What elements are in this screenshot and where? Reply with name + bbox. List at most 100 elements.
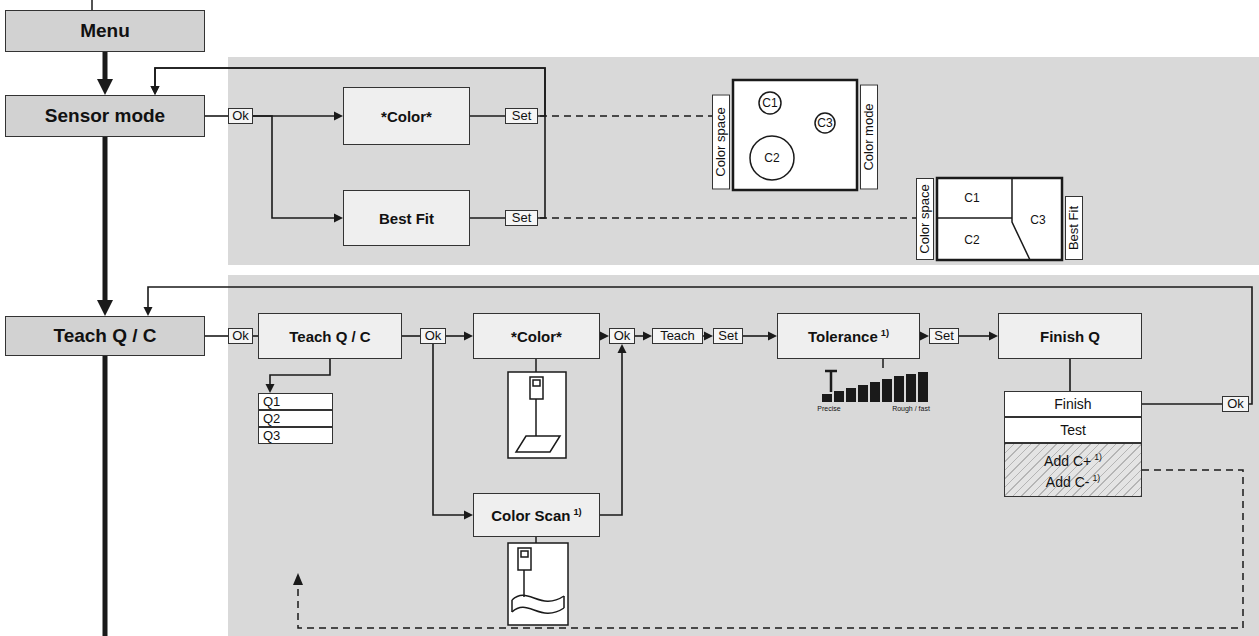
axis-tag: Color space bbox=[712, 95, 730, 190]
flow-connector bbox=[959, 332, 998, 341]
box-label: *Color* bbox=[511, 328, 562, 345]
tolerance-slider bbox=[830, 371, 833, 392]
scan-icon bbox=[512, 595, 564, 601]
flow-connector bbox=[470, 218, 505, 219]
option-row: Finish bbox=[1004, 391, 1142, 417]
menu-box: Sensor mode bbox=[5, 95, 205, 137]
sensor-icon bbox=[508, 372, 566, 458]
text-line: Finish bbox=[1054, 396, 1091, 412]
connector-line bbox=[205, 335, 228, 337]
text-line: Tolerance1) bbox=[808, 328, 889, 345]
button-tag: Ok bbox=[420, 328, 446, 344]
button-tag: Set bbox=[505, 210, 538, 226]
box-label: Test bbox=[1060, 422, 1086, 438]
flow-connector bbox=[600, 332, 609, 341]
connector-line bbox=[1069, 359, 1071, 391]
scale-caption: Rough / fast bbox=[892, 405, 930, 412]
flow-connector bbox=[402, 336, 420, 337]
text-line: Set bbox=[718, 329, 738, 343]
tolerance-slider bbox=[870, 382, 880, 402]
sensor-icon bbox=[530, 377, 543, 399]
scan-icon bbox=[521, 551, 528, 557]
scan-icon bbox=[518, 548, 531, 570]
flow-connector bbox=[743, 332, 777, 341]
menu-box: Menu bbox=[5, 10, 205, 52]
best-fit-figure bbox=[937, 178, 1062, 260]
option-row: Test bbox=[1004, 417, 1142, 443]
button-tag: Set bbox=[713, 328, 743, 344]
flow-line bbox=[92, 0, 883, 636]
tolerance-slider bbox=[846, 388, 856, 402]
panel bbox=[228, 57, 1259, 265]
connector-line bbox=[402, 335, 420, 337]
best-fit-figure bbox=[937, 178, 1062, 260]
flow-connector bbox=[205, 116, 228, 117]
box-label: Teach Q / C bbox=[289, 328, 370, 345]
box-label: Sensor mode bbox=[45, 105, 165, 126]
scan-icon bbox=[512, 607, 564, 613]
connector-line bbox=[253, 116, 334, 218]
box-label: Set bbox=[718, 328, 738, 343]
flow-line bbox=[882, 359, 884, 368]
step-box: Teach Q / C bbox=[258, 313, 402, 359]
scan-icon bbox=[523, 570, 525, 597]
optional-row: Add C+1) Add C-1) bbox=[1004, 443, 1142, 497]
arrow-head bbox=[97, 79, 113, 95]
tolerance-slider bbox=[822, 371, 928, 402]
button-tag: Ok bbox=[1222, 396, 1249, 412]
flow-line bbox=[91, 0, 93, 10]
button-tag: Ok bbox=[609, 328, 635, 344]
connector-line bbox=[270, 359, 330, 384]
box-label: Q3 bbox=[263, 428, 280, 443]
box-label: Set bbox=[512, 210, 532, 225]
connector-line bbox=[1142, 403, 1222, 405]
tolerance-slider bbox=[858, 385, 868, 402]
button-tag: Set bbox=[505, 108, 538, 124]
tolerance-slider bbox=[882, 379, 892, 402]
connector-line bbox=[103, 52, 108, 79]
flow-connector bbox=[433, 344, 473, 520]
tolerance-slider bbox=[906, 374, 916, 402]
arrow-head bbox=[464, 511, 473, 520]
scan-icon bbox=[508, 543, 568, 625]
arrow-head bbox=[334, 214, 343, 223]
box-label: *Color* bbox=[381, 108, 432, 125]
color-mode-figure bbox=[750, 136, 794, 180]
panel bbox=[228, 57, 1259, 636]
connector-line bbox=[446, 335, 464, 337]
text-line: Add C-1) bbox=[1046, 470, 1100, 491]
color-mode-figure bbox=[815, 113, 835, 133]
text-line: Set bbox=[934, 329, 954, 343]
box-label: Best Fit bbox=[379, 210, 434, 227]
sensor-icon bbox=[533, 380, 540, 386]
flow-connector bbox=[1070, 359, 1071, 391]
scan-icon bbox=[508, 543, 568, 625]
box-label: Q1 bbox=[263, 394, 280, 409]
text-line: Sensor mode bbox=[45, 105, 165, 127]
flow-connector bbox=[205, 336, 228, 337]
tolerance-slider bbox=[825, 370, 837, 373]
box-label: Finish Q bbox=[1040, 328, 1100, 345]
text-line: Ok bbox=[232, 109, 249, 123]
arrow-head bbox=[334, 112, 343, 121]
arrow-head bbox=[293, 573, 303, 585]
button-tag: Teach bbox=[652, 328, 703, 344]
sensor-icon bbox=[508, 372, 566, 458]
footnote-mark: 1) bbox=[573, 507, 581, 517]
flow-line bbox=[535, 359, 537, 372]
flow-connector bbox=[470, 116, 505, 117]
footnote-mark: 1) bbox=[1094, 452, 1102, 462]
region-label: C3 bbox=[1030, 213, 1045, 227]
arrow-head bbox=[151, 86, 160, 95]
box-label: Add C- bbox=[1046, 474, 1090, 490]
sensor-icon bbox=[516, 436, 560, 452]
option-row: Q2 bbox=[258, 410, 333, 427]
box-label: Add C+ bbox=[1044, 453, 1091, 469]
step-box: Finish Q bbox=[998, 313, 1142, 359]
region-label: C1 bbox=[964, 191, 979, 205]
step-box: *Color* bbox=[343, 87, 470, 145]
text-line: Ok bbox=[425, 329, 442, 343]
arrow-head bbox=[97, 300, 113, 316]
text-line: Q2 bbox=[263, 411, 280, 426]
color-mode-figure bbox=[733, 80, 857, 190]
